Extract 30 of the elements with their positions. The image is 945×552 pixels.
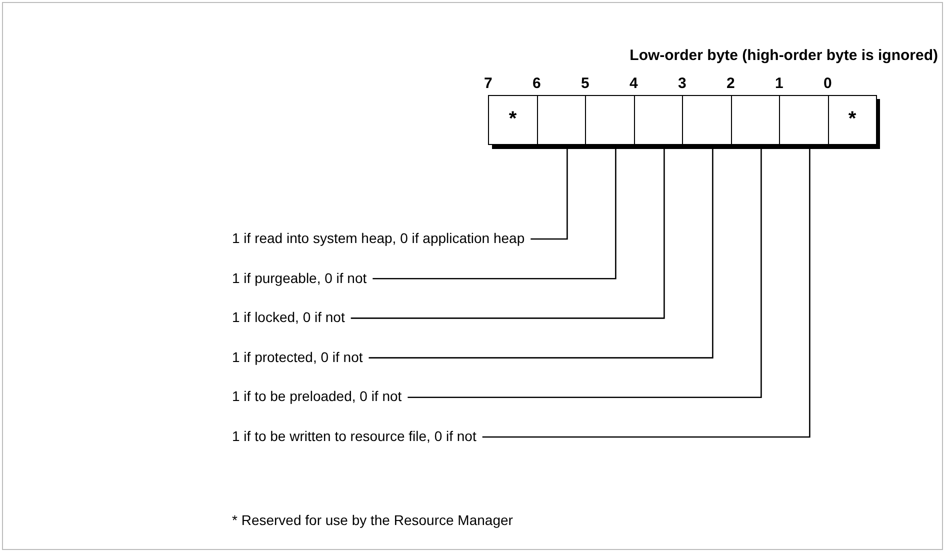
bit-number: 3 bbox=[678, 75, 686, 92]
bit-cell: * bbox=[488, 95, 538, 145]
bit-cell bbox=[585, 95, 634, 145]
leader-line bbox=[482, 149, 810, 438]
diagram-title: Low-order byte (high-order byte is ignored) bbox=[628, 47, 938, 64]
leader-line bbox=[530, 149, 568, 240]
leader-line bbox=[350, 149, 665, 319]
bit-cell bbox=[682, 95, 732, 145]
callout-text: 1 if read into system heap, 0 if application heap bbox=[232, 229, 531, 247]
bit-number: 7 bbox=[484, 75, 492, 92]
leader-line bbox=[368, 149, 714, 358]
bit-cell bbox=[730, 95, 780, 145]
bit-number: 2 bbox=[726, 75, 735, 92]
bit-number: 4 bbox=[630, 75, 638, 92]
callout-text: 1 if locked, 0 if not bbox=[232, 308, 351, 326]
callout-text: 1 if to be preloaded, 0 if not bbox=[232, 387, 408, 406]
bit-cell bbox=[536, 95, 586, 145]
leader-line bbox=[408, 149, 762, 398]
bit-number: 0 bbox=[824, 75, 832, 92]
bit-cell bbox=[634, 95, 683, 145]
leader-line bbox=[372, 149, 616, 280]
callout-text: 1 if protected, 0 if not bbox=[232, 348, 369, 366]
bit-number: 1 bbox=[775, 75, 784, 92]
bit-number: 5 bbox=[581, 75, 590, 92]
bit-cell bbox=[779, 95, 828, 145]
footnote: * Reserved for use by the Resource Manager bbox=[232, 512, 513, 528]
callout-text: 1 if to be written to resource file, 0 if not bbox=[232, 427, 482, 445]
bit-number: 6 bbox=[532, 75, 541, 92]
callout-text: 1 if purgeable, 0 if not bbox=[232, 268, 373, 287]
bit-cell: * bbox=[828, 95, 877, 145]
